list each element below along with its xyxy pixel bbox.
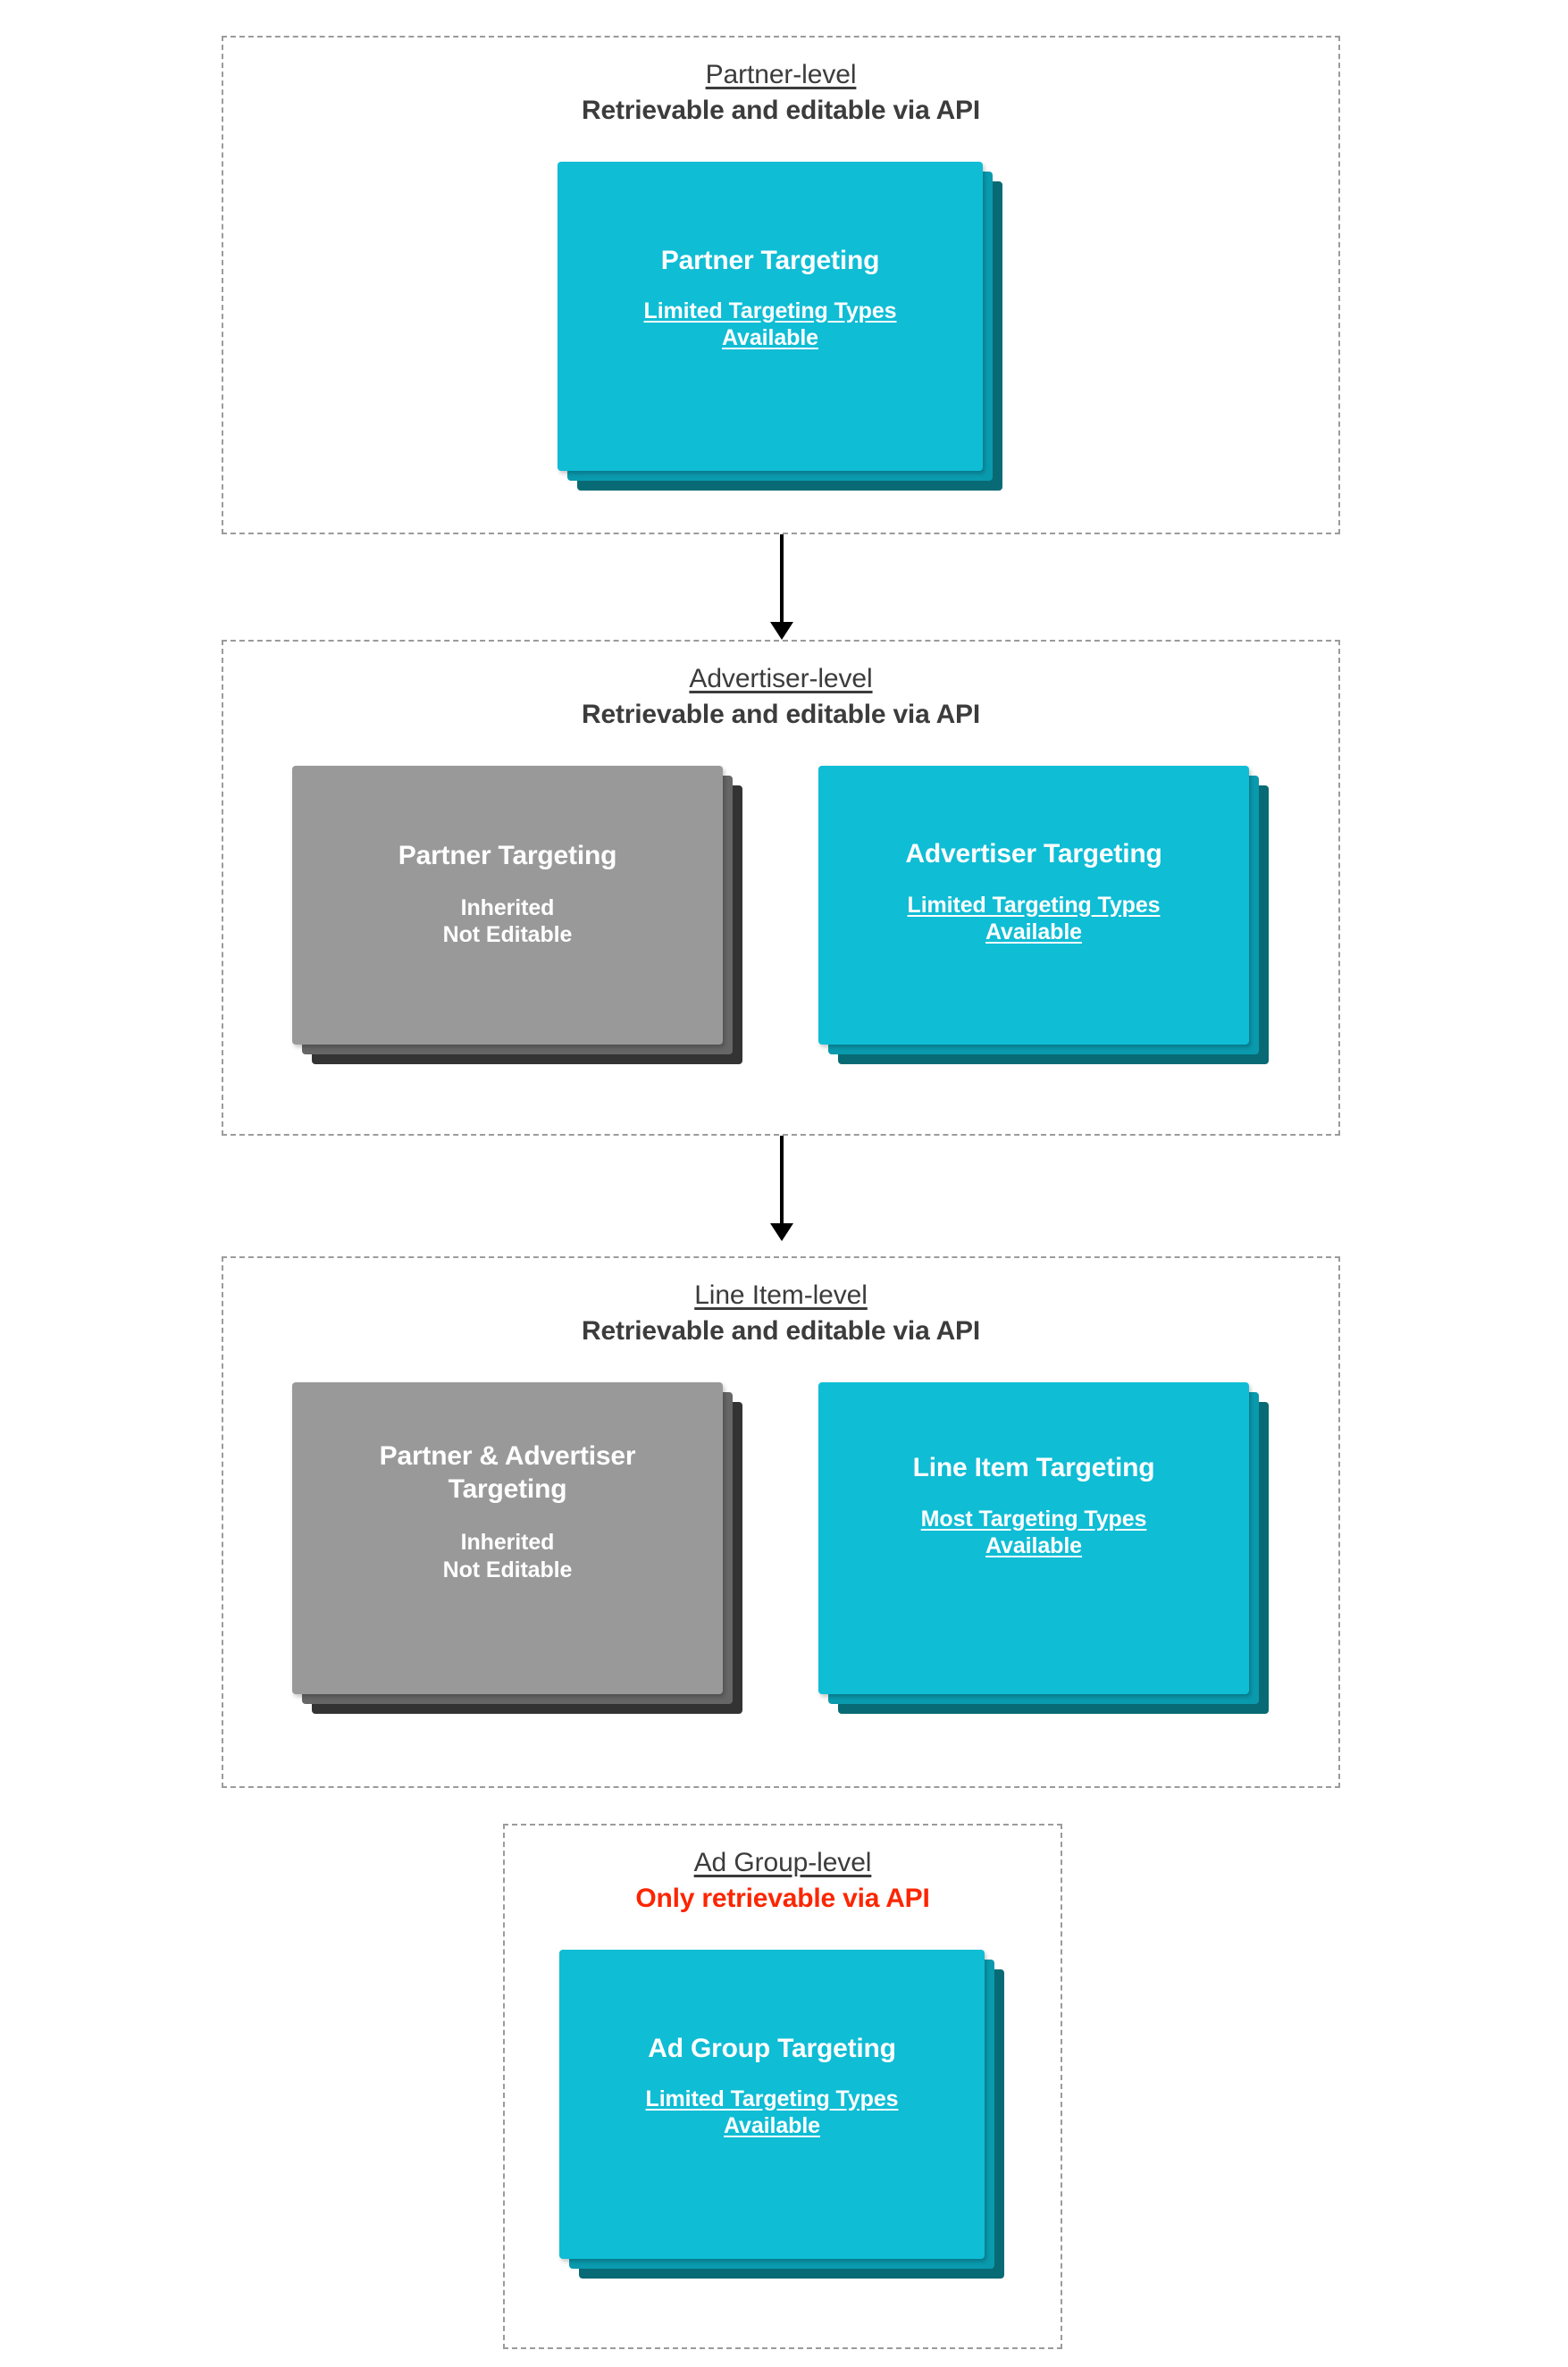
card-title: Line Item Targeting xyxy=(912,1453,1155,1482)
level-title-ad-group: Ad Group-level xyxy=(693,1848,872,1877)
card-subtitle-line2: Available xyxy=(985,919,1082,945)
level-header-partner: Partner-level Retrievable and editable v… xyxy=(223,59,1338,127)
arrow-partner-to-advertiser xyxy=(764,534,800,640)
level-api-note-line-item: Retrievable and editable via API xyxy=(582,1315,980,1346)
level-header-advertiser: Advertiser-level Retrievable and editabl… xyxy=(223,663,1338,731)
card-title: Ad Group Targeting xyxy=(648,2034,896,2063)
card-subtitle-line1: Inherited xyxy=(460,1530,555,1556)
card-stack-line-item-targeting: Line Item Targeting Most Targeting Types… xyxy=(818,1382,1269,1714)
card-front-partner-targeting[interactable]: Partner Targeting Limited Targeting Type… xyxy=(558,162,983,471)
arrow-shaft xyxy=(780,1136,784,1225)
card-stack-inherited-partner-advertiser-targeting: Partner & Advertiser Targeting Inherited… xyxy=(292,1382,742,1714)
card-front-inherited-partner-targeting[interactable]: Partner Targeting Inherited Not Editable xyxy=(292,766,723,1045)
card-subtitle-line1: Most Targeting Types xyxy=(920,1506,1147,1532)
card-subtitle-line1: Limited Targeting Types xyxy=(645,2086,899,2111)
level-box-partner: Partner-level Retrievable and editable v… xyxy=(222,36,1340,534)
level-header-ad-group: Ad Group-level Only retrievable via API xyxy=(505,1847,1061,1915)
card-stack-ad-group-targeting: Ad Group Targeting Limited Targeting Typ… xyxy=(559,1950,1004,2279)
card-subtitle-line2: Available xyxy=(722,325,818,351)
level-title-line-item: Line Item-level xyxy=(694,1280,868,1310)
card-subtitle-line2: Not Editable xyxy=(442,922,573,948)
arrow-head xyxy=(770,1223,793,1241)
level-api-note-advertiser: Retrievable and editable via API xyxy=(582,699,980,729)
card-subtitle-line1: Limited Targeting Types xyxy=(907,892,1161,918)
card-front-ad-group-targeting[interactable]: Ad Group Targeting Limited Targeting Typ… xyxy=(559,1950,985,2259)
card-subtitle-line1: Inherited xyxy=(460,894,555,920)
level-box-ad-group: Ad Group-level Only retrievable via API … xyxy=(503,1824,1062,2349)
card-stack-inherited-partner-targeting: Partner Targeting Inherited Not Editable xyxy=(292,766,742,1064)
card-subtitle-line1: Limited Targeting Types xyxy=(643,298,897,323)
card-stack-partner-targeting: Partner Targeting Limited Targeting Type… xyxy=(558,162,1002,491)
level-title-partner: Partner-level xyxy=(705,60,857,89)
level-api-note-partner: Retrievable and editable via API xyxy=(582,95,980,125)
card-subtitle-line2: Available xyxy=(985,1533,1082,1559)
level-box-advertiser: Advertiser-level Retrievable and editabl… xyxy=(222,640,1340,1136)
card-stack-advertiser-targeting: Advertiser Targeting Limited Targeting T… xyxy=(818,766,1269,1064)
card-title: Partner & Advertiser Targeting xyxy=(379,1441,636,1504)
level-header-line-item: Line Item-level Retrievable and editable… xyxy=(223,1280,1338,1347)
level-title-advertiser: Advertiser-level xyxy=(689,664,873,693)
card-front-advertiser-targeting[interactable]: Advertiser Targeting Limited Targeting T… xyxy=(818,766,1249,1045)
card-title: Advertiser Targeting xyxy=(905,839,1162,869)
level-box-line-item: Line Item-level Retrievable and editable… xyxy=(222,1256,1340,1788)
card-subtitle-line2: Not Editable xyxy=(442,1557,573,1582)
card-title: Partner Targeting xyxy=(398,841,617,870)
arrow-advertiser-to-line-item xyxy=(764,1136,800,1241)
arrow-shaft xyxy=(780,534,784,624)
level-api-note-ad-group: Only retrievable via API xyxy=(635,1883,930,1913)
card-front-line-item-targeting[interactable]: Line Item Targeting Most Targeting Types… xyxy=(818,1382,1249,1694)
card-title: Partner Targeting xyxy=(660,246,880,275)
card-front-inherited-partner-advertiser-targeting[interactable]: Partner & Advertiser Targeting Inherited… xyxy=(292,1382,723,1694)
card-subtitle-line2: Available xyxy=(724,2113,820,2139)
arrow-head xyxy=(770,622,793,640)
